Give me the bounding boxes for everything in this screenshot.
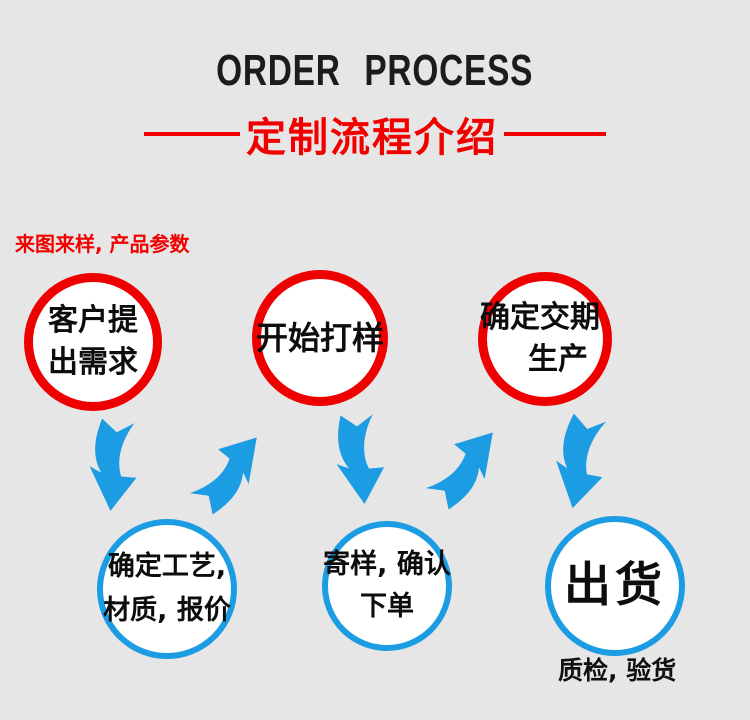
step-label-line: 出货 — [564, 558, 666, 613]
subtitle-left-line — [144, 132, 240, 136]
arrow-up-right-1-icon — [174, 416, 282, 526]
note-quality-inspection: 质检, 验货 — [558, 656, 677, 685]
note-sample-parameters: 来图来样, 产品参数 — [15, 232, 190, 256]
step-label-line: 确定工艺, — [107, 551, 227, 582]
arrow-down-1-icon — [77, 413, 154, 517]
subtitle-text: 定制流程介绍 — [246, 115, 498, 161]
step-label-line: 客户提 — [48, 303, 138, 338]
arrow-down-3-icon — [540, 407, 624, 517]
step-customer-request: 客户提 出需求 — [24, 273, 162, 411]
arrow-up-right-2-icon — [410, 411, 518, 521]
step-shipment: 出货 — [545, 516, 685, 656]
page-title-text: ORDER PROCESS — [216, 46, 534, 95]
subtitle: 定制流程介绍 — [0, 108, 750, 161]
step-label-line: 出需求 — [48, 345, 138, 380]
step-label-line: 寄样, 确认 — [323, 549, 451, 580]
step-label-line: 生产 — [528, 342, 588, 377]
step-confirm-delivery: 确定交期 生产 — [478, 272, 612, 406]
subtitle-right-line — [504, 132, 606, 136]
page-title: ORDER PROCESS — [0, 46, 750, 96]
step-label-line: 材质, 报价 — [103, 595, 231, 626]
step-confirm-process-quote: 确定工艺, 材质, 报价 — [97, 519, 237, 659]
step-label-line: 确定交期 — [480, 300, 600, 335]
step-label-line: 下单 — [360, 591, 414, 622]
step-start-sampling: 开始打样 — [252, 270, 388, 406]
step-send-sample-order: 寄样, 确认 下单 — [322, 521, 452, 651]
arrow-down-2-icon — [329, 410, 392, 507]
step-label-line: 开始打样 — [256, 319, 385, 357]
